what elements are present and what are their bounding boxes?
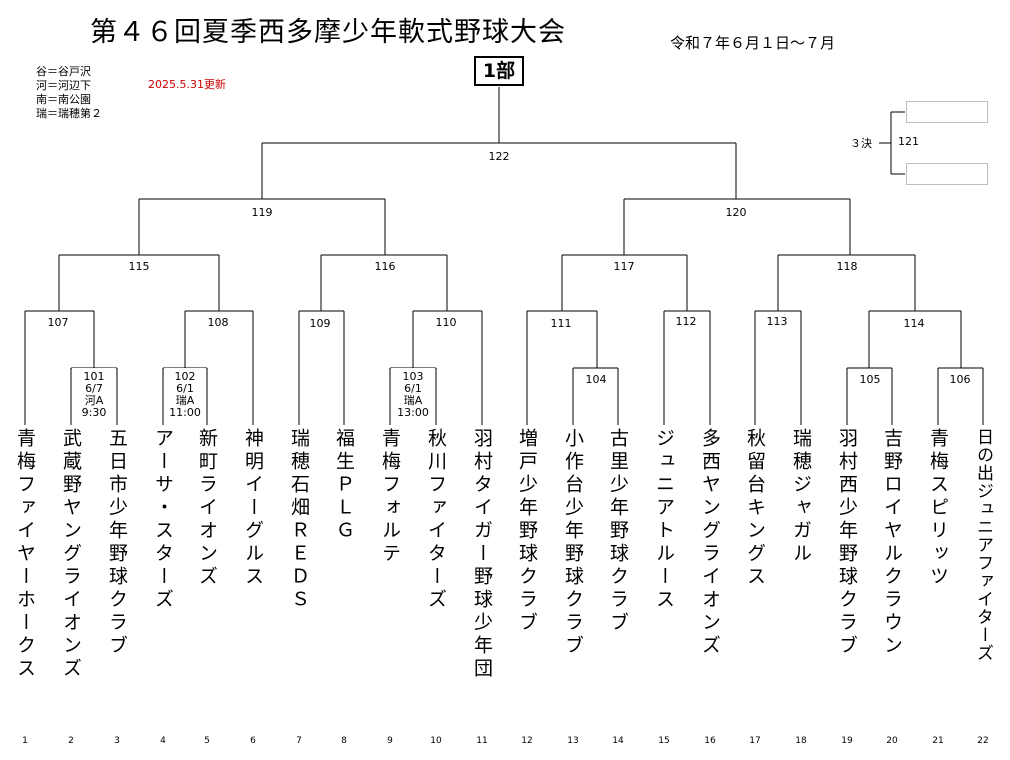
legend-item: 河＝河辺下	[36, 79, 91, 92]
team-name: アーサ・スターズ	[152, 428, 174, 612]
tournament-title: 第４６回夏季西多摩少年軟式野球大会	[90, 17, 566, 48]
team-number: 3	[114, 736, 120, 746]
schedule-date: 6/7	[85, 382, 103, 395]
team-name: 秋留台キングス	[744, 428, 766, 589]
team-number: 10	[430, 736, 442, 746]
match-schedule: 102 6/1 瑞A 11:00	[164, 368, 206, 425]
team-name: 羽村タイガー野球少年団	[471, 428, 493, 681]
third-place-match-number: 121	[898, 135, 919, 148]
team-number: 1	[22, 736, 28, 746]
match-semi: 119	[251, 206, 273, 219]
team-name: 武蔵野ヤングライオンズ	[60, 428, 82, 681]
schedule-date: 6/1	[404, 382, 422, 395]
team-name: 古里少年野球クラブ	[607, 428, 629, 635]
team-number: 17	[749, 736, 761, 746]
schedule-venue: 瑞A	[403, 394, 423, 407]
team-number: 11	[476, 736, 488, 746]
schedule-match-number: 103	[402, 370, 424, 383]
match-round1: 105	[859, 373, 881, 386]
schedule-match-number: 101	[83, 370, 105, 383]
third-place-slot	[906, 101, 988, 123]
team-name: 新町ライオンズ	[196, 428, 218, 589]
legend-item: 南＝南公園	[36, 93, 91, 106]
match-round2: 107	[47, 316, 69, 329]
match-final: 122	[488, 150, 510, 163]
team-name: ジュニアトルース	[653, 428, 675, 612]
team-name: 五日市少年野球クラブ	[106, 428, 128, 658]
team-name: 小作台少年野球クラブ	[562, 428, 584, 658]
team-number: 14	[612, 736, 624, 746]
team-number: 2	[68, 736, 74, 746]
legend-item: 瑞＝瑞穂第２	[36, 107, 102, 120]
match-round2: 114	[903, 317, 925, 330]
team-number: 6	[250, 736, 256, 746]
team-name: 日の出ジュニアファイターズ	[973, 428, 993, 662]
match-round2: 113	[766, 315, 788, 328]
third-place-label: ３決	[850, 137, 872, 150]
team-number: 7	[296, 736, 302, 746]
match-round2: 112	[675, 315, 697, 328]
team-number: 8	[341, 736, 347, 746]
team-name: 青梅ファイヤーホークス	[14, 428, 36, 681]
team-name: 増戸少年野球クラブ	[516, 428, 538, 635]
team-name: 青梅スピリッツ	[927, 428, 949, 589]
team-number: 21	[932, 736, 944, 746]
team-name: 福生ＰＬＧ	[333, 428, 355, 543]
match-round2: 110	[435, 316, 457, 329]
team-name: 吉野ロイヤルクラウン	[881, 428, 903, 658]
match-schedule: 103 6/1 瑞A 13:00	[391, 368, 435, 425]
team-name: 瑞穂ジャガル	[790, 428, 812, 566]
division-label: 1部	[474, 56, 524, 86]
match-quarter: 117	[613, 260, 635, 273]
match-schedule: 101 6/7 河A 9:30	[72, 368, 116, 425]
match-round2: 108	[207, 316, 229, 329]
team-number: 9	[387, 736, 393, 746]
match-round1: 104	[585, 373, 607, 386]
match-round2: 109	[309, 317, 331, 330]
team-name: 瑞穂石畑ＲＥＤＳ	[288, 428, 310, 612]
updated-date: 2025.5.31更新	[148, 78, 226, 91]
team-number: 16	[704, 736, 716, 746]
team-number: 18	[795, 736, 807, 746]
team-number: 15	[658, 736, 670, 746]
match-quarter: 118	[836, 260, 858, 273]
schedule-venue: 河A	[84, 394, 104, 407]
schedule-time: 9:30	[81, 406, 107, 419]
match-quarter: 115	[128, 260, 150, 273]
venue-legend: 谷＝谷戸沢 河＝河辺下 南＝南公園 瑞＝瑞穂第２	[36, 65, 102, 121]
schedule-time: 13:00	[397, 406, 429, 419]
team-number: 12	[521, 736, 533, 746]
team-number: 20	[886, 736, 898, 746]
team-number: 4	[160, 736, 166, 746]
schedule-venue: 瑞A	[175, 394, 195, 407]
match-quarter: 116	[374, 260, 396, 273]
schedule-date: 6/1	[176, 382, 194, 395]
schedule-match-number: 102	[174, 370, 196, 383]
team-name: 神明イーグルス	[242, 428, 264, 589]
team-number: 13	[567, 736, 579, 746]
match-round1: 106	[949, 373, 971, 386]
team-number: 22	[977, 736, 989, 746]
team-name: 青梅フォルテ	[379, 428, 401, 566]
match-round2: 111	[550, 317, 572, 330]
legend-item: 谷＝谷戸沢	[36, 65, 91, 78]
tournament-period: 令和７年６月１日～７月	[670, 34, 836, 52]
team-number: 19	[841, 736, 853, 746]
third-place-slot	[906, 163, 988, 185]
team-name: 秋川ファイターズ	[425, 428, 447, 612]
team-number: 5	[204, 736, 210, 746]
team-name: 羽村西少年野球クラブ	[836, 428, 858, 658]
match-semi: 120	[725, 206, 747, 219]
schedule-time: 11:00	[169, 406, 201, 419]
team-name: 多西ヤングライオンズ	[699, 428, 721, 658]
